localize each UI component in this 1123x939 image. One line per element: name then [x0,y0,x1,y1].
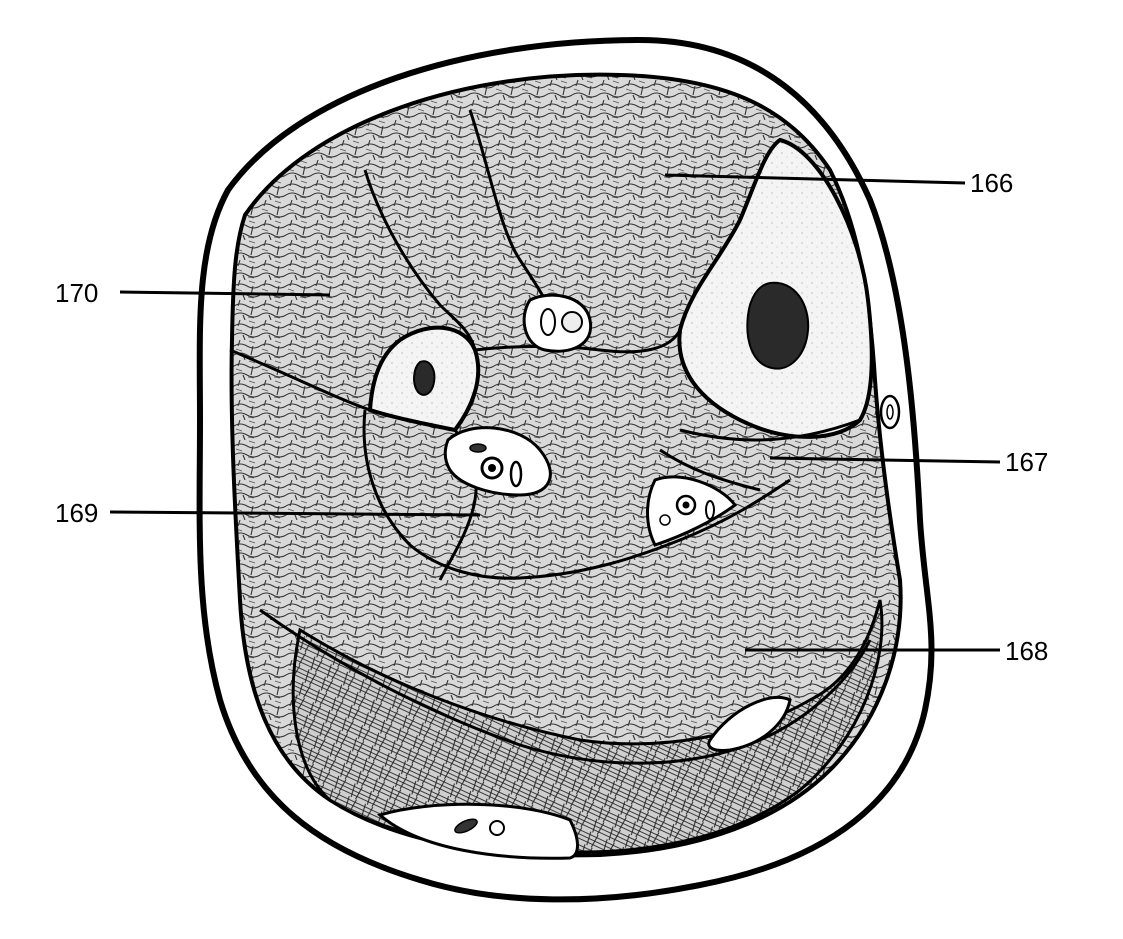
label-167: 167 [1005,447,1048,477]
label-168: 168 [1005,636,1048,666]
tibia-marrow [747,283,808,369]
label-170: 170 [55,278,98,308]
label-166: 166 [970,168,1013,198]
small-vein-right [881,396,899,428]
vessel-bundle-upper [524,295,591,351]
label-169: 169 [55,498,98,528]
fibula-marrow [414,361,434,395]
